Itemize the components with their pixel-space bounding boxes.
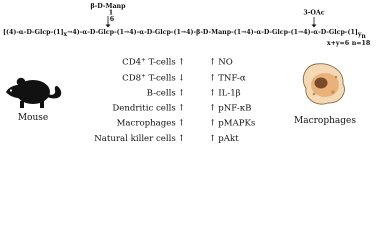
branch-arrowhead <box>105 24 111 28</box>
macrophage-effect-il1b: ↑IL-1β <box>209 89 241 99</box>
branch-label: β-D-Manp <box>90 3 126 10</box>
chain-segment-2: →4)-α-D-Glcp-(1→4)-α-D-Glcp-(1→4)-β-D-Ma… <box>67 29 358 36</box>
chain-x-subscript: x <box>64 31 68 38</box>
mouse-effect-nk-cells: Natural killer cells↑ <box>94 134 185 144</box>
macrophages-label: Macrophages <box>294 116 356 126</box>
oac-arrowhead <box>311 24 317 28</box>
chain-segment-1: [(4)-α-D-Glcp-(1] <box>3 29 64 36</box>
n-note: n=18 <box>352 40 371 47</box>
mouse-effect-b-cells: B-cells↑ <box>147 89 185 99</box>
mouse-effect-cd4: CD4+ T-cells↑ <box>122 58 185 68</box>
branch-link-label: 1 <box>109 10 113 17</box>
macrophage-effect-pakt: ↑pAkt <box>209 134 239 144</box>
oac-label: 3-OAc <box>303 10 324 17</box>
macrophage-cell-icon <box>302 63 345 105</box>
mouse-icon <box>6 77 62 108</box>
polysaccharide-diagram: β-D-Manp 1 6 3-OAc [(4)-α-D-Glcp-(1]x→4)… <box>3 3 371 144</box>
xy-note: x+y=6 <box>327 40 350 47</box>
chain-n-subscript: n <box>361 33 366 40</box>
mouse-effect-cd8: CD8+ T-cells↓ <box>122 74 185 84</box>
repeat-unit-chain: [(4)-α-D-Glcp-(1]x→4)-α-D-Glcp-(1→4)-α-D… <box>3 29 366 40</box>
macrophage-effect-tnf: ↑TNF-α <box>209 74 246 84</box>
mouse-effect-macrophages: Macrophages↑ <box>117 119 185 129</box>
macrophage-effect-pmapks: ↑pMAPKs <box>209 119 255 129</box>
mouse-label: Mouse <box>18 113 48 123</box>
branch-position-label: 6 <box>110 16 115 23</box>
macrophage-effect-pnfkb: ↑pNF-κB <box>209 104 251 114</box>
macrophage-effect-no: ↑NO <box>209 58 233 68</box>
mouse-effect-dendritic: Dendritic cells↑ <box>112 104 185 114</box>
chain-y-subscript: y <box>357 31 362 38</box>
